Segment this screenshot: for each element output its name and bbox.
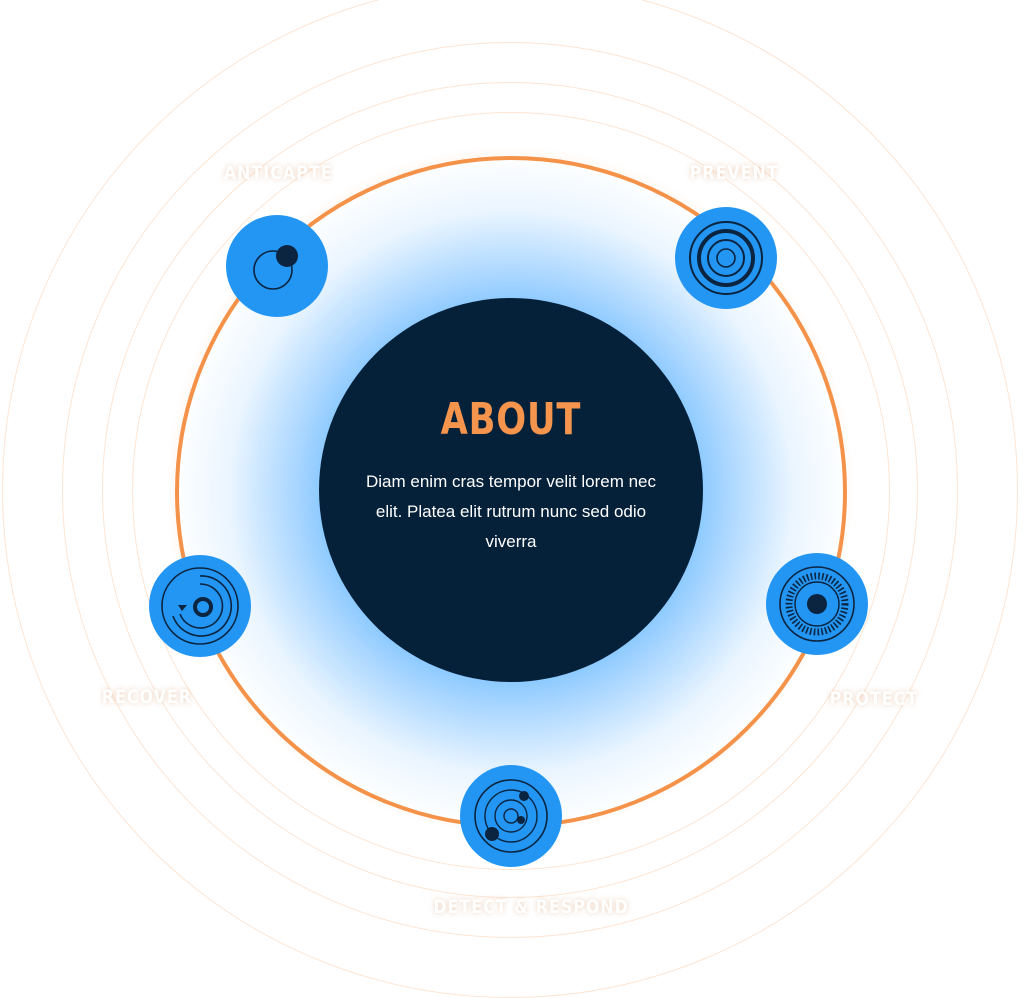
center-description: Diam enim cras tempor velit lorem nec el… — [365, 471, 657, 551]
recovery-cycle-icon — [161, 567, 239, 645]
node-prevent[interactable] — [675, 207, 777, 309]
label-prevent: PREVENT — [689, 162, 779, 184]
node-recover[interactable] — [149, 555, 251, 657]
center-about-circle: ABOUT Diam enim cras tempor velit lorem … — [319, 298, 703, 682]
label-protect: PROTECT — [829, 688, 919, 710]
outer-ring-3 — [102, 82, 918, 898]
label-detect-respond: DETECT & RESPOND — [433, 896, 629, 918]
outer-ring-4 — [132, 112, 890, 870]
node-protect[interactable] — [766, 553, 868, 655]
label-anticapte: ANTICAPTE — [223, 162, 333, 184]
center-title: ABOUT — [440, 393, 582, 445]
orbit-system-icon — [474, 779, 548, 853]
node-anticapte[interactable] — [226, 215, 328, 317]
outer-ring-2 — [62, 42, 958, 938]
node-detect-respond[interactable] — [460, 765, 562, 867]
orbit-dot-icon — [253, 245, 298, 290]
shield-dial-icon — [779, 566, 855, 642]
label-recover: RECOVER — [101, 686, 193, 708]
concentric-target-icon — [689, 221, 763, 295]
